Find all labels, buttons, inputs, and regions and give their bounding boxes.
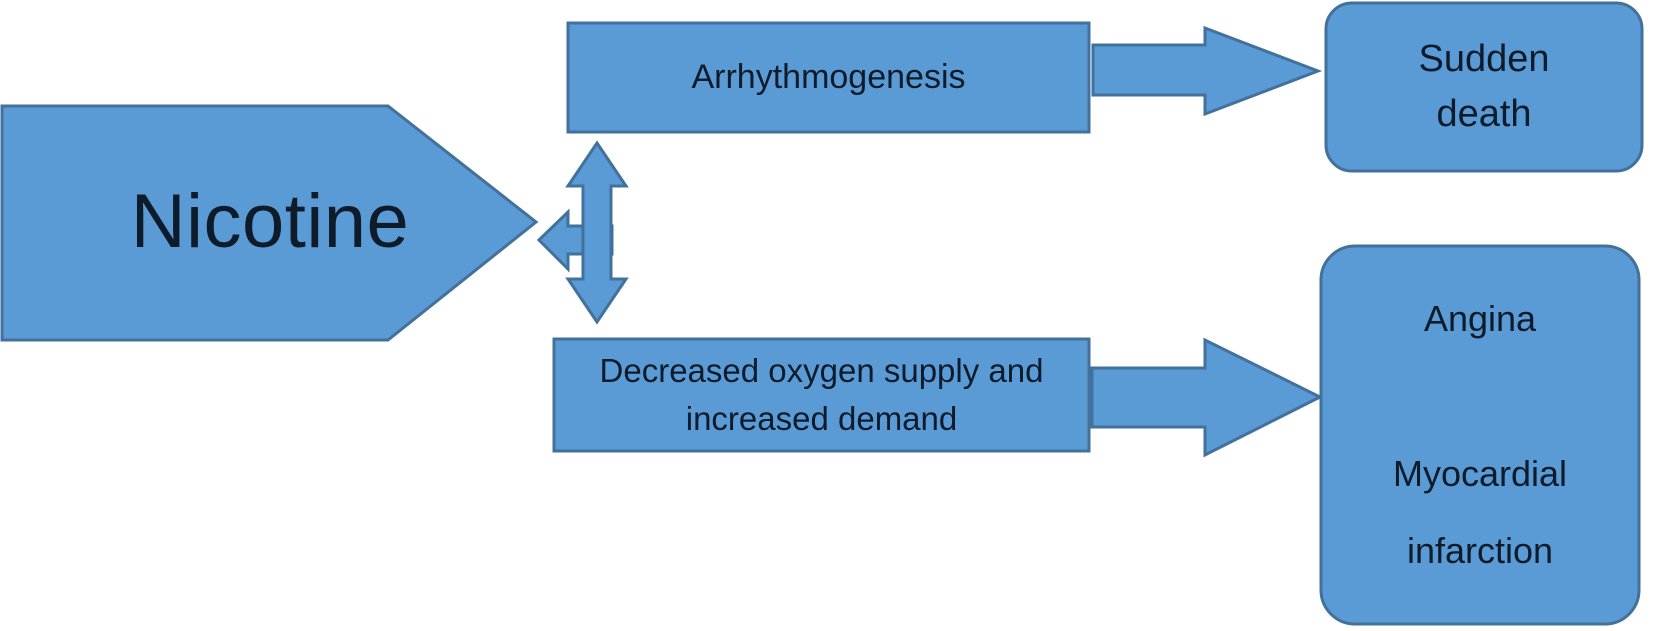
connector-arrhythmogenesis-to-sudden-death-arrow[interactable] [1091, 25, 1323, 117]
node-decreased-oxygen-shape[interactable] [552, 337, 1091, 453]
node-nicotine-shape[interactable] [0, 104, 539, 342]
node-arrhythmogenesis-shape[interactable] [566, 21, 1091, 134]
connector-decreased-oxygen-to-angina-mi-arrow[interactable] [1090, 337, 1324, 458]
node-angina-mi-shape[interactable] [1319, 244, 1641, 626]
connector-vertical-double-arrow[interactable] [565, 140, 629, 325]
node-sudden-death-shape[interactable] [1324, 1, 1644, 173]
